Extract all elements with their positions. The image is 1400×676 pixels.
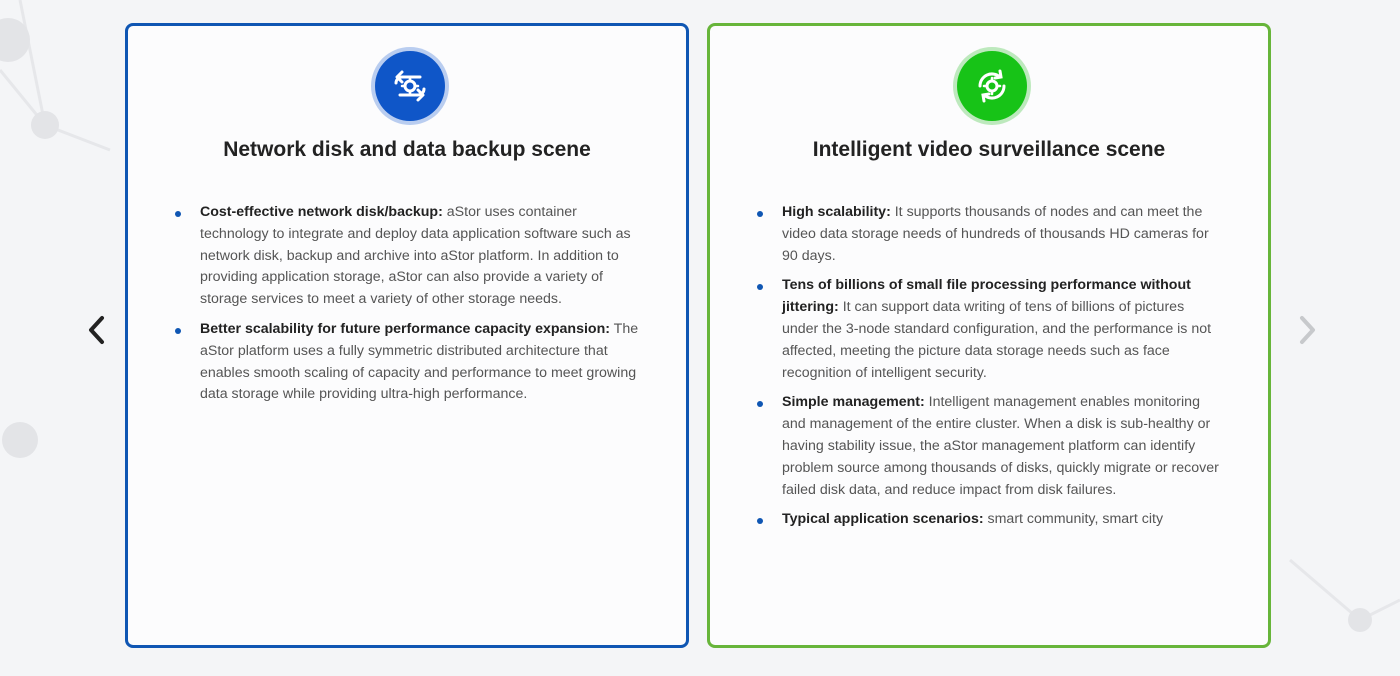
chevron-right-icon	[1300, 316, 1315, 344]
feature-list: High scalability: It supports thousands …	[757, 202, 1224, 539]
feature-heading: Typical application scenarios:	[782, 511, 984, 528]
list-item: Simple management: Intelligent managemen…	[757, 392, 1224, 501]
feature-heading: Cost-effective network disk/backup:	[200, 204, 443, 220]
feature-heading: Tens of billions of small file processin…	[782, 277, 1191, 316]
list-item: Cost-effective network disk/backup: aSto…	[175, 202, 640, 311]
feature-description: It can support data writing of tens of b…	[782, 299, 1212, 381]
feature-heading: High scalability:	[782, 204, 891, 220]
feature-list: Cost-effective network disk/backup: aSto…	[175, 202, 640, 414]
carousel-prev-button[interactable]	[78, 312, 114, 348]
list-item: Better scalability for future performanc…	[175, 319, 640, 406]
scene-card-network-backup: Network disk and data backup scene Cost-…	[125, 23, 689, 648]
card-title: Intelligent video surveillance scene	[812, 138, 1166, 161]
feature-description: Intelligent management enables monitorin…	[782, 394, 1219, 498]
feature-heading: Better scalability for future performanc…	[200, 320, 610, 337]
feature-description: It supports thousands of nodes and can m…	[782, 204, 1209, 264]
card-title: Network disk and data backup scene	[223, 138, 591, 161]
chevron-left-icon	[89, 316, 104, 344]
feature-description: The aStor platform uses a fully symmetri…	[200, 320, 639, 403]
scene-card-video-surveillance: Intelligent video surveillance scene Hig…	[707, 23, 1271, 648]
carousel-next-button[interactable]	[1290, 312, 1326, 348]
feature-heading: Simple management:	[782, 394, 925, 411]
list-item: Tens of billions of small file processin…	[757, 275, 1224, 384]
list-item: High scalability: It supports thousands …	[757, 202, 1224, 267]
feature-description: smart community, smart city	[983, 511, 1164, 528]
feature-description: aStor uses container technology to integ…	[200, 204, 631, 308]
backup-sync-icon	[375, 51, 445, 121]
list-item: Typical application scenarios: smart com…	[757, 509, 1224, 531]
gear-cycle-icon	[957, 51, 1027, 121]
